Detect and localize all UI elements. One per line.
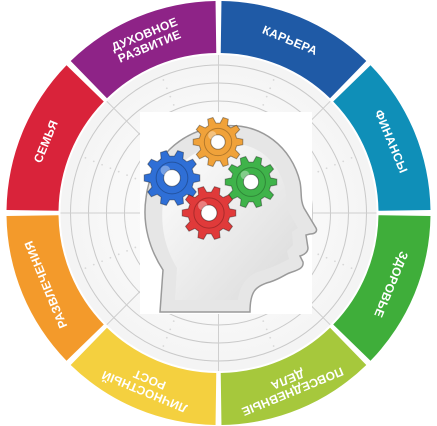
grid-dot bbox=[117, 170, 120, 173]
grid-dot bbox=[269, 87, 272, 90]
grid-dot bbox=[269, 336, 272, 339]
grid-dot bbox=[262, 104, 265, 106]
grid-dot bbox=[265, 328, 268, 331]
grid-dot bbox=[134, 246, 137, 249]
grid-dot bbox=[172, 320, 175, 322]
grid-dot bbox=[162, 345, 165, 347]
gear-icon bbox=[192, 116, 244, 168]
grid-dot bbox=[169, 328, 172, 331]
segment-growth bbox=[70, 327, 217, 425]
grid-dot bbox=[334, 260, 336, 263]
grid-dot bbox=[342, 263, 345, 266]
grid-dot bbox=[334, 163, 336, 166]
grid-dot bbox=[350, 267, 353, 270]
grid-dot bbox=[317, 253, 320, 256]
grid-dot bbox=[84, 267, 87, 270]
grid-dot bbox=[262, 320, 265, 322]
grid-dot bbox=[101, 163, 103, 166]
grid-dot bbox=[92, 263, 95, 266]
head-with-gears bbox=[140, 112, 318, 314]
gears bbox=[143, 116, 278, 240]
grid-dot bbox=[165, 87, 168, 90]
grid-dot bbox=[117, 253, 120, 256]
grid-dot bbox=[317, 170, 320, 173]
grid-dot bbox=[109, 256, 112, 259]
grid-dot bbox=[165, 336, 168, 339]
grid-dot bbox=[162, 79, 165, 81]
grid-dot bbox=[126, 174, 128, 177]
grid-dot bbox=[350, 156, 353, 159]
segment-health bbox=[333, 215, 431, 361]
grid-dot bbox=[342, 160, 345, 163]
segment-daily bbox=[220, 327, 367, 425]
outer-ring bbox=[6, 1, 431, 425]
grid-dot bbox=[172, 104, 175, 106]
grid-dot bbox=[109, 167, 112, 170]
grid-dot bbox=[84, 156, 87, 159]
grid-dot bbox=[101, 260, 103, 263]
grid-dot bbox=[92, 160, 95, 163]
grid-dot bbox=[325, 256, 328, 259]
segment-leisure bbox=[6, 215, 104, 361]
grid-dot bbox=[169, 95, 172, 98]
grid-dot bbox=[272, 345, 275, 347]
grid-dot bbox=[265, 95, 268, 98]
gear-icon bbox=[143, 150, 201, 206]
gear-icon bbox=[181, 186, 237, 240]
grid-dot bbox=[272, 79, 275, 81]
grid-dot bbox=[325, 167, 328, 170]
segment-career bbox=[220, 1, 367, 99]
grid-dot bbox=[134, 177, 137, 180]
gear-icon bbox=[224, 155, 278, 209]
segment-spirit bbox=[70, 1, 217, 99]
grid-dot bbox=[126, 249, 128, 252]
segment-finance bbox=[333, 65, 431, 211]
segment-family bbox=[6, 65, 104, 211]
